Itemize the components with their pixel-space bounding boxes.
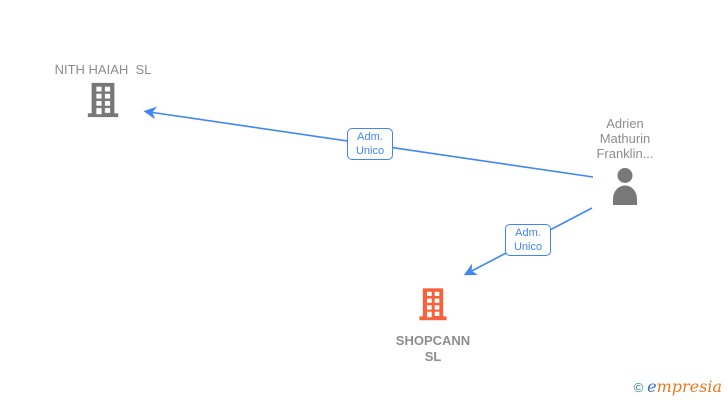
company-name-label: NITH HAIAH SL (54, 62, 152, 77)
person-icon (605, 165, 645, 210)
node-person-adrien-mathurin[interactable]: Adrien Mathurin Franklin... (563, 116, 687, 210)
building-icon (84, 80, 122, 125)
edge-label-adm-unico-2: Adm. Unico (505, 224, 551, 256)
person-name-label: Adrien Mathurin Franklin... (596, 116, 654, 161)
node-company-shopcann[interactable]: SHOPCANN SL (373, 283, 493, 365)
brand-logo-text: empresia (647, 377, 722, 396)
empresia-watermark: © empresia (634, 377, 722, 396)
edge-label-adm-unico-1: Adm. Unico (347, 128, 393, 160)
copyright-symbol: © (633, 380, 644, 395)
company-name-label: SHOPCANN SL (395, 333, 471, 364)
node-company-nith-haiah[interactable]: NITH HAIAH SL (43, 62, 163, 125)
building-icon-highlighted (416, 286, 450, 328)
